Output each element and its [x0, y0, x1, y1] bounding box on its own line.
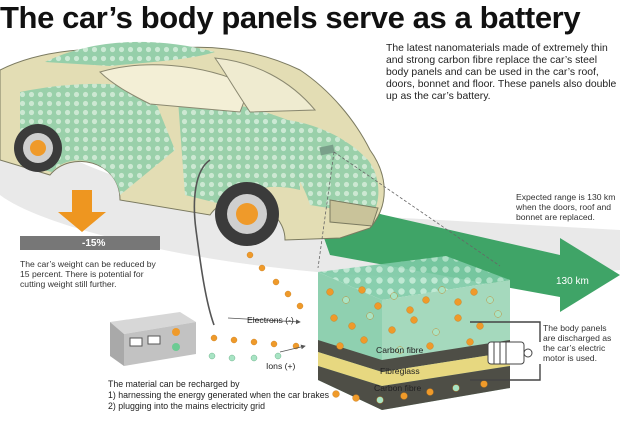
layer-fibreglass: [318, 352, 510, 386]
windscreen: [213, 57, 317, 113]
particle: [466, 338, 474, 346]
layer-label-fibreglass: Fibreglass: [380, 366, 420, 376]
particle: [486, 296, 494, 304]
layer-label-carbon-top: Carbon fibre: [376, 345, 424, 355]
particle: [452, 384, 460, 392]
motor-shaft: [523, 348, 533, 358]
recharge-method-brakes: 1) harnessing the energy generated when …: [108, 390, 330, 400]
particle: [476, 322, 484, 330]
particle: [396, 346, 404, 354]
stream-particle: [210, 334, 218, 342]
particle: [406, 306, 414, 314]
range-note: Expected range is 130 km when the doors,…: [516, 192, 616, 222]
recharge-title: The material can be recharged by: [108, 379, 240, 389]
stream-particle: [250, 338, 258, 346]
ion-arrow: [279, 344, 306, 353]
particle: [348, 322, 356, 330]
weight-bar: [20, 236, 160, 250]
stream-particle: [270, 340, 278, 348]
weight-reduction: -15%: [82, 238, 106, 249]
particle: [342, 296, 350, 304]
stream-particle: [228, 354, 236, 362]
particle: [426, 342, 434, 350]
ions-label: Ions (+): [266, 361, 296, 371]
charger-knob-orange: [172, 328, 180, 336]
stream-particle: [208, 352, 216, 360]
intro-text: The latest nanomaterials made of extreme…: [386, 43, 617, 102]
particle: [400, 392, 408, 400]
stream-particle: [230, 336, 238, 344]
particle: [358, 286, 366, 294]
stream-particle: [274, 352, 282, 360]
particle: [366, 312, 374, 320]
particle: [336, 342, 344, 350]
particle: [326, 288, 334, 296]
grille: [329, 199, 379, 227]
particle: [332, 390, 340, 398]
range-value: 130 km: [556, 276, 589, 287]
particle: [432, 328, 440, 336]
rear-brake: [30, 140, 46, 156]
charger-knob-green: [172, 343, 180, 351]
particle: [390, 292, 398, 300]
motor-wire: [470, 321, 541, 381]
particle: [410, 316, 418, 324]
layer-carbon-top: [318, 340, 510, 372]
guide-line: [317, 151, 335, 269]
weight-arrow: [58, 190, 106, 232]
recharge-method-grid: 2) plugging into the mains electricity g…: [108, 401, 265, 411]
charging-cable: [193, 159, 215, 326]
charger-display-1: [129, 337, 143, 347]
charger-top: [110, 312, 196, 334]
particle: [454, 314, 462, 322]
stream-particle: [296, 302, 304, 310]
battery-block: [318, 256, 510, 410]
roof-panel: [45, 41, 215, 66]
page-title: The car’s body panels serve as a battery: [0, 0, 581, 35]
motor-note: The body panels are discharged as the ca…: [543, 323, 612, 363]
electrons-label: Electrons (-): [247, 315, 294, 325]
particle: [480, 380, 488, 388]
motor: [470, 321, 541, 381]
particle: [374, 302, 382, 310]
particle-stream: [208, 251, 304, 362]
front-brake: [236, 203, 258, 225]
charger: [110, 312, 196, 366]
stream-particle: [258, 264, 266, 272]
particle: [376, 396, 384, 404]
electron-arrow: [227, 317, 301, 325]
particle: [438, 286, 446, 294]
roof-panel-detail: [319, 144, 335, 156]
layer-carbon-bottom: [318, 366, 510, 410]
particle: [330, 314, 338, 322]
stream-particle: [250, 354, 258, 362]
particle: [470, 288, 478, 296]
particle: [422, 296, 430, 304]
particle: [388, 326, 396, 334]
guide-line: [333, 151, 501, 267]
particle: [352, 394, 360, 402]
particle: [426, 388, 434, 396]
particle: [360, 336, 368, 344]
bonnet-panel: [240, 118, 379, 215]
particle: [494, 310, 502, 318]
range-arrow: [310, 198, 620, 312]
stream-particle: [272, 278, 280, 286]
car: [0, 41, 385, 246]
layer-label-carbon-bottom: Carbon fibre: [374, 383, 422, 393]
charger-front: [110, 322, 124, 366]
stream-particle: [246, 251, 254, 259]
car-panels: [20, 83, 175, 195]
battery-particles: [326, 286, 502, 404]
particle: [454, 298, 462, 306]
battery-top: [318, 256, 510, 300]
weight-note: The car’s weight can be reduced by 15 pe…: [20, 259, 156, 289]
stream-particle: [284, 290, 292, 298]
charger-display-2: [147, 335, 161, 345]
